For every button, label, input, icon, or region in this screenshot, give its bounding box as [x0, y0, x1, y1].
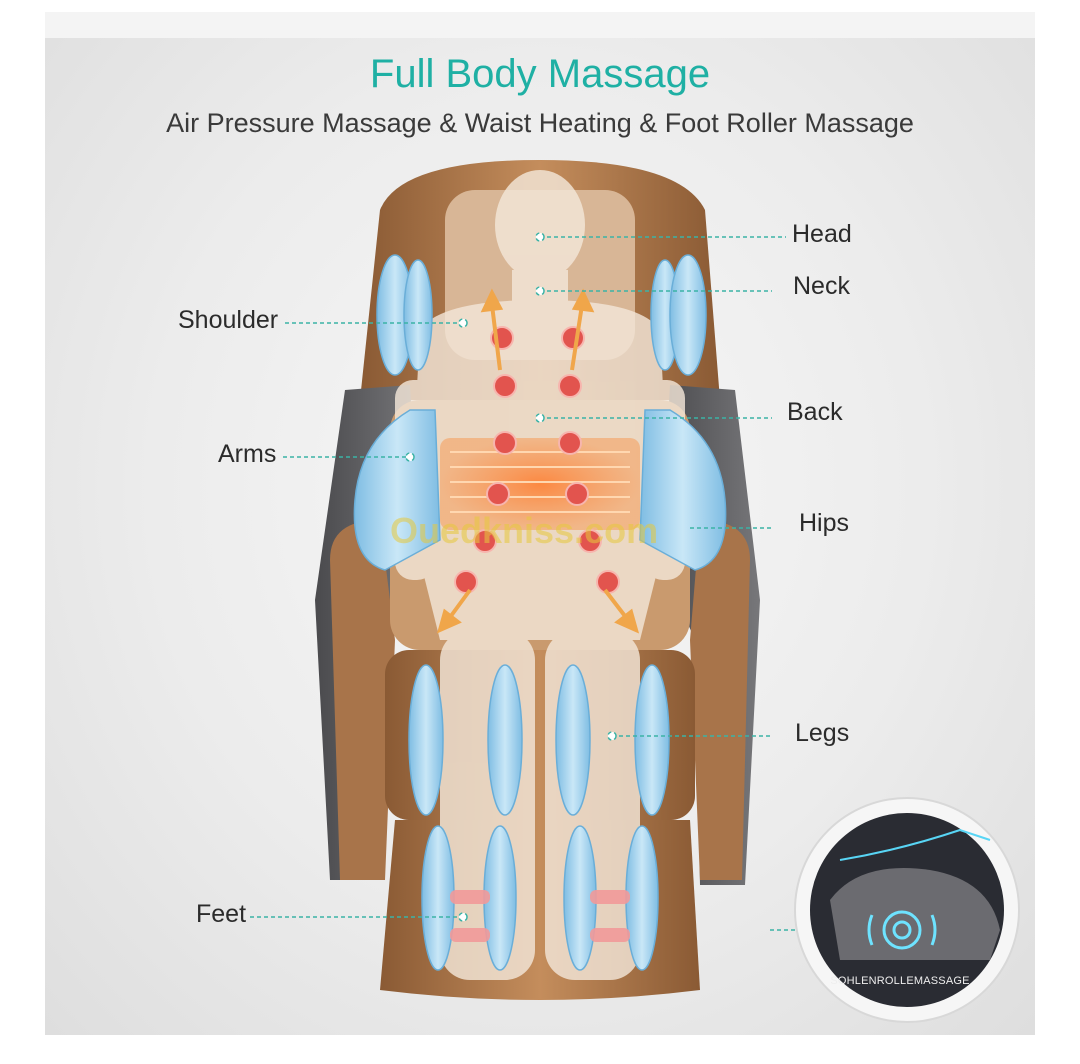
- zone-label-legs: Legs: [795, 719, 850, 747]
- page-subtitle: Air Pressure Massage & Waist Heating & F…: [166, 108, 914, 138]
- foot-rollers: [450, 890, 630, 942]
- page-title: Full Body Massage: [369, 52, 711, 96]
- zone-label-back: Back: [787, 398, 843, 426]
- zone-label-shoulder: Shoulder: [178, 306, 279, 334]
- zone-label-hips: Hips: [799, 509, 850, 537]
- waist-heating-pad: [440, 438, 640, 530]
- zone-label-neck: Neck: [793, 272, 850, 300]
- chair-armrest-left: [330, 520, 395, 880]
- airbags: [353, 254, 727, 971]
- direction-arrows: [436, 288, 640, 634]
- top-band: [45, 12, 1035, 38]
- chair-armrest-right: [690, 520, 750, 880]
- roller-gear-icon: [867, 910, 937, 950]
- zone-label-head: Head: [792, 220, 852, 248]
- foot-roller-inset: [794, 797, 1020, 1023]
- zone-label-feet: Feet: [196, 900, 247, 928]
- watermark: Ouedkniss.com: [390, 510, 659, 551]
- leader-lines: [250, 232, 800, 931]
- foot-roller-caption: SOHLENROLLEMASSAGE: [830, 975, 970, 987]
- zone-label-arms: Arms: [218, 440, 277, 468]
